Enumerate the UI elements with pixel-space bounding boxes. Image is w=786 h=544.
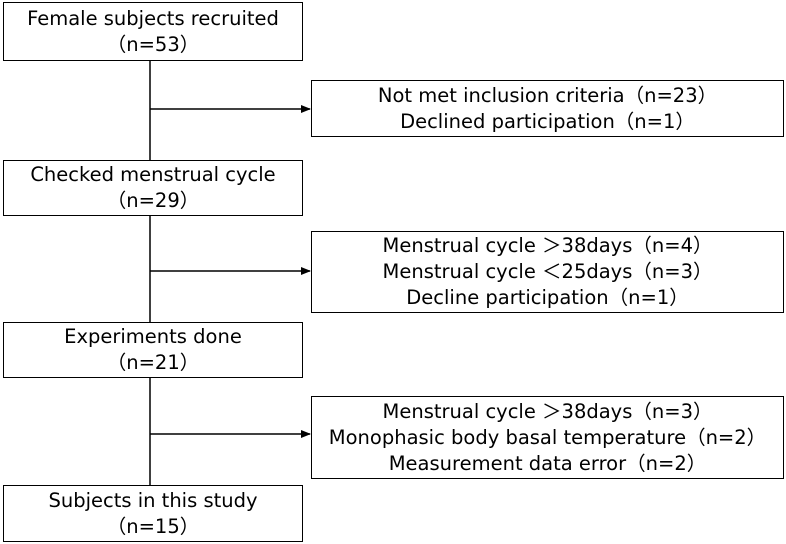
exclusion-3-reason-3: Measurement data error（n=2） xyxy=(388,451,707,475)
exclusion-2-reason-3: Decline participation（n=1） xyxy=(406,286,689,309)
exclusion-3-reason-1: Menstrual cycle ＞38days（n=3） xyxy=(382,399,713,423)
exclusion-3-reason-2: Monophasic body basal temperature（n=2） xyxy=(328,425,767,449)
recruited-count: （n=53） xyxy=(106,32,200,56)
experiments-done-box: Experiments done （n=21） xyxy=(3,322,303,378)
exclusion-2-reason-2: Menstrual cycle ＜25days（n=3） xyxy=(382,260,713,283)
exclusion-2-reason-1: Menstrual cycle ＞38days（n=4） xyxy=(382,234,713,257)
experiments-done-label: Experiments done xyxy=(64,325,242,348)
checked-cycle-box: Checked menstrual cycle （n=29） xyxy=(3,160,303,216)
study-subjects-box: Subjects in this study （n=15） xyxy=(3,485,303,542)
exclusion-box-1: Not met inclusion criteria（n=23） Decline… xyxy=(311,80,784,137)
exclusion-box-3: Menstrual cycle ＞38days（n=3） Monophasic … xyxy=(311,396,784,479)
exclusion-box-2: Menstrual cycle ＞38days（n=4） Menstrual c… xyxy=(311,231,784,313)
study-subjects-count: （n=15） xyxy=(106,514,200,538)
experiments-done-count: （n=21） xyxy=(106,351,200,374)
recruited-box: Female subjects recruited （n=53） xyxy=(3,2,303,61)
checked-cycle-label: Checked menstrual cycle xyxy=(30,163,276,186)
exclusion-1-reason-2: Declined participation（n=1） xyxy=(400,109,695,133)
checked-cycle-count: （n=29） xyxy=(106,189,200,212)
study-subjects-label: Subjects in this study xyxy=(48,488,258,512)
recruited-label: Female subjects recruited xyxy=(27,6,279,30)
exclusion-1-reason-1: Not met inclusion criteria（n=23） xyxy=(377,83,718,107)
